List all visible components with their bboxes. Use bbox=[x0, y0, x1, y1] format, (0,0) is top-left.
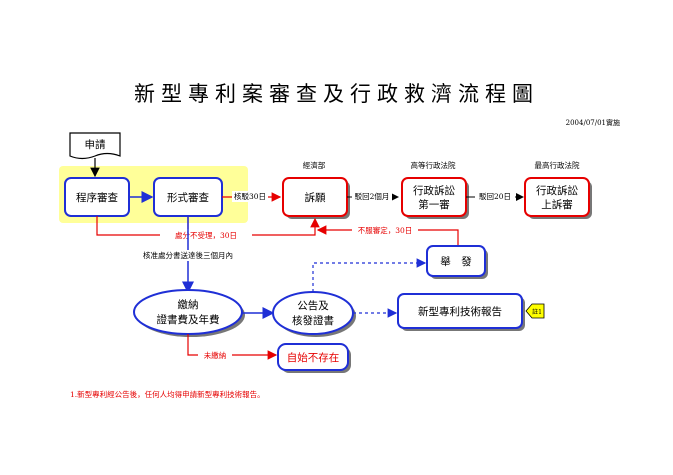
reject-2m-label: 駁回2個月 bbox=[355, 191, 390, 201]
report-request-label: 舉 發 bbox=[440, 255, 472, 268]
pay-fee-line1: 繳納 bbox=[178, 298, 199, 311]
apply-node: 申請 bbox=[69, 132, 121, 160]
disposal-reject-label: 處分不受理，30日 bbox=[175, 230, 237, 240]
approve-note: 核准處分書送達後三個月內 bbox=[143, 250, 233, 260]
tech-report-label: 新型專利技術報告 bbox=[418, 305, 502, 318]
admin-court-appeal-line2: 上訴審 bbox=[541, 198, 573, 211]
note-1-label: 註1 bbox=[532, 308, 542, 316]
announce-line1: 公告及 bbox=[297, 299, 329, 312]
admin-court-first-line2: 第一審 bbox=[418, 198, 450, 211]
formal-review-label: 形式審查 bbox=[167, 191, 209, 204]
nonexist-box bbox=[277, 343, 349, 371]
unpaid-label: 未繳納 bbox=[204, 350, 227, 360]
report-request-box bbox=[426, 245, 486, 277]
reject-30-label: 核駁30日 bbox=[234, 191, 266, 201]
page-title: 新型專利案審查及行政救濟流程圖 bbox=[134, 82, 539, 106]
note-1-flag: 註1 bbox=[525, 303, 545, 319]
org-moea: 經濟部 bbox=[303, 160, 326, 170]
effective-date: 2004/07/01實施 bbox=[565, 119, 620, 127]
announce-ellipse bbox=[272, 291, 354, 335]
tech-report-box bbox=[397, 293, 523, 329]
pay-fee-line2: 證書費及年費 bbox=[157, 313, 220, 326]
not-review-label: 不服審定，30日 bbox=[358, 225, 413, 235]
footnote: 1.新型專利經公告後，任何人均得申請新型專利技術報告。 bbox=[70, 390, 265, 399]
reject-20-label: 駁回20日 bbox=[479, 191, 511, 201]
petition-label: 訴願 bbox=[305, 191, 326, 204]
admin-court-first-line1: 行政訴訟 bbox=[413, 184, 455, 197]
admin-court-appeal-line1: 行政訴訟 bbox=[536, 184, 578, 197]
org-high-court: 高等行政法院 bbox=[411, 160, 456, 170]
procedural-review-label: 程序審查 bbox=[76, 191, 118, 204]
announce-line2: 核發證書 bbox=[292, 314, 334, 327]
nonexist-label: 自始不存在 bbox=[287, 351, 340, 364]
admin-court-appeal-box bbox=[524, 177, 590, 217]
org-supreme-court: 最高行政法院 bbox=[535, 160, 580, 170]
apply-label: 申請 bbox=[85, 138, 106, 151]
pay-fee-ellipse bbox=[133, 289, 243, 335]
